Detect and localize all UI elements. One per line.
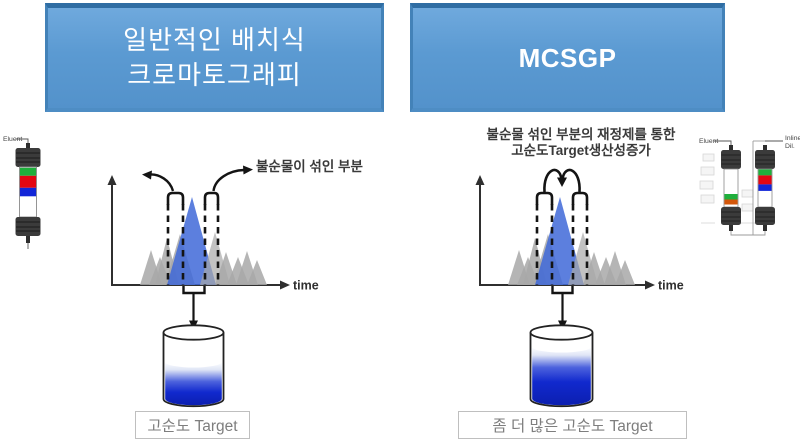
waste-arrow-right-head [243, 165, 253, 175]
x-axis-arrowhead [280, 280, 290, 290]
recycle-loop-right [561, 168, 581, 193]
cut-window-right [571, 191, 589, 285]
waste-arrow-left-head [142, 170, 152, 180]
tubing-lines [730, 140, 766, 236]
header-title-line1: 일반적인 배치식 [123, 25, 306, 55]
x-axis-arrowhead [645, 280, 655, 290]
beaker-liquid [165, 362, 222, 406]
beaker-mouth [162, 324, 225, 341]
waste-arrow-right [212, 168, 245, 192]
batch-chromatogram: time [107, 165, 319, 408]
column-top-tube [26, 143, 30, 148]
column-b-icon [755, 145, 775, 231]
eluent-label: Eluent [3, 136, 22, 143]
beaker-liquid [532, 347, 591, 406]
mcsgp-system-icon: Eluent Inline Dil. [699, 135, 800, 236]
collection-bracket [551, 286, 574, 295]
impurity-peak-front [568, 232, 598, 285]
recycle-loop-left [543, 168, 563, 193]
recycle-annotation: 불순물 섞인 부분의 재정제를 통한 고순도Target생산성증가 [452, 127, 710, 158]
band-red [19, 175, 37, 188]
impurity-peak-front [200, 232, 230, 285]
header-title-mcsgp: MCSGP [518, 42, 617, 73]
beaker-mouth [529, 324, 594, 341]
inline-dil-label-line2: Dil. [785, 143, 795, 150]
header-title-line2: 크로마토그래피 [127, 60, 302, 90]
recycle-arrowhead [557, 177, 567, 187]
eluent-label: Eluent [699, 138, 718, 145]
column-bottom-tube [26, 236, 30, 243]
mcsgp-result-label: 좀 더 많은 고순도 Target [458, 411, 687, 439]
band-blue [19, 187, 37, 197]
batch-chromatography-header: 일반적인 배치식 크로마토그래피 [45, 3, 384, 112]
batch-result-label: 고순도 Target [135, 411, 250, 439]
waste-arrow-left [149, 173, 175, 192]
mcsgp-header: MCSGP [410, 3, 725, 112]
y-axis-arrowhead [475, 175, 485, 185]
cut-window-left [535, 191, 554, 285]
band-green [19, 167, 37, 176]
impurity-annotation: 불순물이 섞인 부분 [256, 159, 363, 174]
time-axis-label: time [293, 279, 319, 293]
mcsgp-chromatogram: time [475, 168, 684, 408]
time-axis-label: time [658, 279, 684, 293]
inline-dil-label-line1: Inline [785, 135, 800, 142]
column-a-icon [721, 145, 741, 231]
collection-beaker [529, 324, 594, 408]
valve-schematic [699, 153, 755, 224]
single-column-icon: Eluent [3, 136, 41, 249]
recycle-annotation-line2: 고순도Target생산성증가 [511, 142, 651, 158]
y-axis-arrowhead [107, 175, 117, 185]
cut-window-left [166, 191, 185, 285]
cut-window-right [203, 191, 220, 285]
collection-beaker [162, 324, 225, 408]
collection-bracket [182, 286, 206, 295]
recycle-annotation-line1: 불순물 섞인 부분의 재정제를 통한 [486, 127, 676, 142]
